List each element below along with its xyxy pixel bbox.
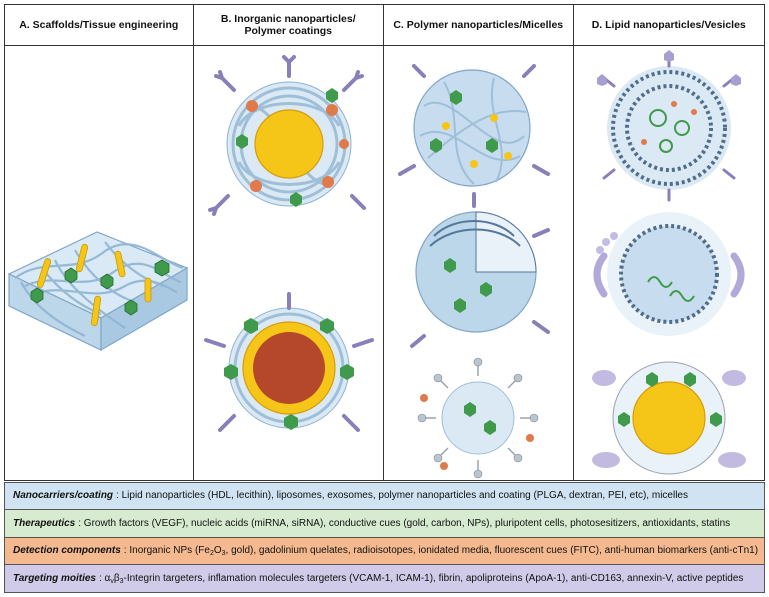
- legend: Nanocarriers/coating : Lipid nanoparticl…: [4, 482, 765, 593]
- legend-detection-text: : Inorganic NPs (Fe2O3, gold), gadoliniu…: [123, 544, 759, 557]
- legend-therapeutics-key: Therapeutics: [13, 517, 76, 529]
- legend-targeting-key: Targeting moities: [13, 573, 96, 585]
- panel-b-illustration: [194, 46, 384, 480]
- panel-c: C. Polymer nanoparticles/Micelles: [384, 5, 574, 480]
- panel-b-title: B. Inorganic nanoparticles/ Polymer coat…: [193, 5, 383, 46]
- lipid-nanoparticles-illustration: [591, 50, 746, 475]
- panel-c-illustration: [384, 46, 573, 480]
- inorganic-nanoparticles-illustration: [203, 55, 374, 432]
- scaffold-illustration: [7, 231, 189, 352]
- panel-d-title: D. Lipid nanoparticles/Vesicles: [573, 5, 764, 46]
- micelle: [417, 357, 539, 479]
- panel-d: D. Lipid nanoparticles/Vesicles: [573, 5, 765, 480]
- polymer-nanoparticles-illustration: [398, 64, 550, 479]
- cutaway-nanoparticle: [410, 211, 550, 348]
- legend-therapeutics-text: : Growth factors (VEGF), nucleic acids (…: [78, 517, 731, 529]
- legend-nanocarriers-text: : Lipid nanoparticles (HDL, lecithin), l…: [116, 490, 688, 502]
- lipid-nanoparticle: [591, 361, 746, 475]
- panel-d-illustration: [574, 46, 765, 480]
- liposome: [596, 50, 741, 202]
- panel-a-illustration: [5, 46, 193, 480]
- panel-c-title: C. Polymer nanoparticles/Micelles: [384, 5, 573, 46]
- polymer-coated-nanoparticle: [207, 55, 366, 216]
- legend-nanocarriers-key: Nanocarriers/coating: [13, 490, 114, 502]
- legend-detection: Detection components : Inorganic NPs (Fe…: [4, 537, 765, 566]
- panel-a: A. Scaffolds/Tissue engineering: [5, 5, 194, 480]
- panel-a-title: A. Scaffolds/Tissue engineering: [5, 5, 193, 46]
- legend-therapeutics: Therapeutics : Growth factors (VEGF), nu…: [4, 509, 765, 538]
- legend-detection-key: Detection components: [13, 545, 121, 557]
- legend-targeting-text: : αvβ3-Integrin targeters, inflamation m…: [98, 572, 744, 585]
- panel-b-title-line2: Polymer coatings: [244, 25, 333, 37]
- panel-b: B. Inorganic nanoparticles/ Polymer coat…: [193, 5, 384, 480]
- polymer-nanoparticle: [398, 64, 550, 208]
- panel-b-title-line1: B. Inorganic nanoparticles/: [220, 12, 356, 25]
- legend-targeting: Targeting moities : αvβ3-Integrin target…: [4, 565, 765, 593]
- legend-nanocarriers: Nanocarriers/coating : Lipid nanoparticl…: [4, 482, 765, 510]
- core-shell-nanoparticle: [203, 292, 374, 432]
- figure-panels: A. Scaffolds/Tissue engineering: [4, 4, 765, 481]
- vesicle: [593, 212, 744, 336]
